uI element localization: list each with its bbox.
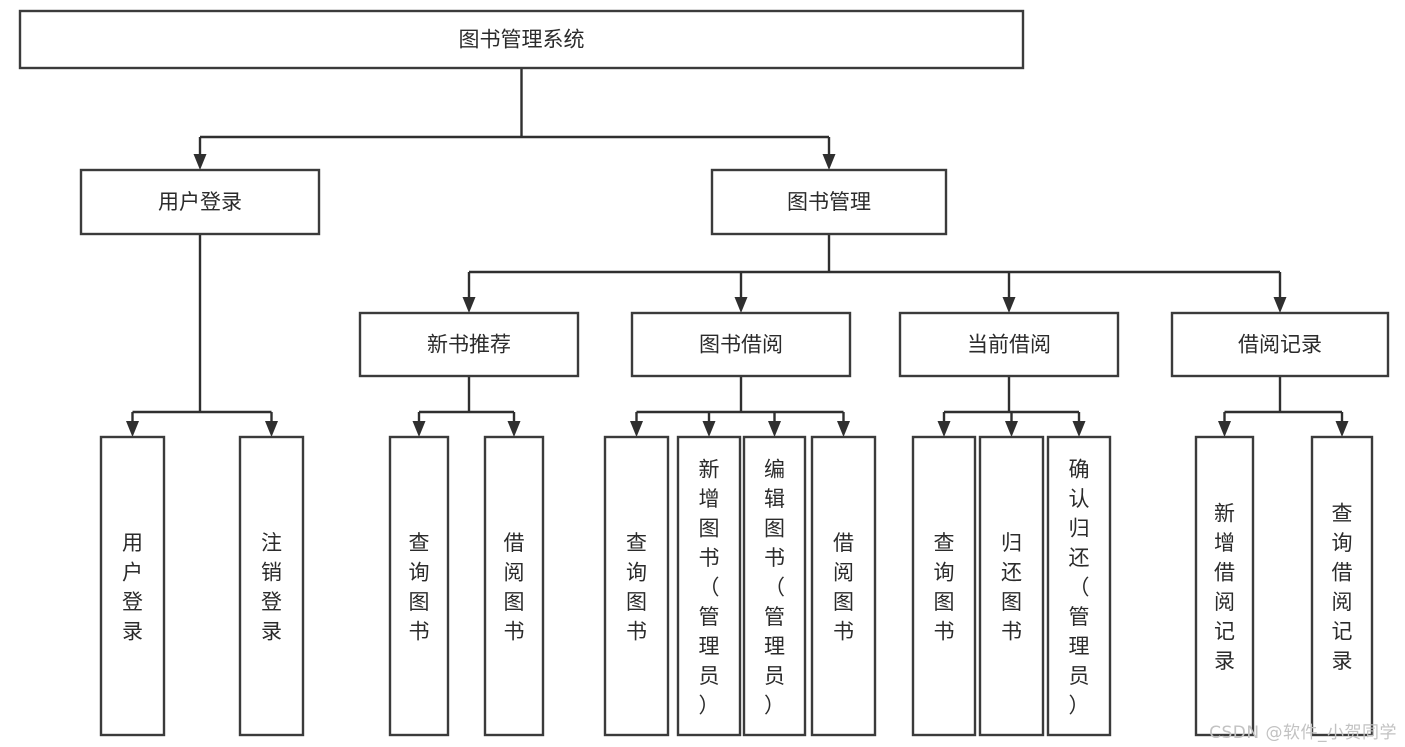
node-leaf-return-book[interactable]: 归还图书: [978, 435, 1045, 737]
node-label-leaf-borrow-book-1: 借阅图书: [504, 531, 525, 644]
arrow-head-leaf-user-login: [126, 421, 139, 437]
node-label-leaf-query-record: 查询借阅记录: [1332, 502, 1353, 674]
node-leaf-add-record[interactable]: 新增借阅记录: [1194, 435, 1255, 737]
node-box-leaf-query-book-1: [388, 435, 450, 737]
arrow-head-book-manage: [822, 154, 836, 170]
node-user-login[interactable]: 用户登录: [79, 168, 321, 236]
arrow-head-leaf-return-book: [1005, 421, 1018, 437]
node-borrow-record[interactable]: 借阅记录: [1170, 311, 1390, 378]
node-label-leaf-confirm-return: 确认归还（管理员）: [1069, 457, 1090, 717]
node-book-borrow[interactable]: 图书借阅: [630, 311, 852, 378]
arrow-head-leaf-add-book: [702, 421, 716, 437]
node-box-leaf-borrow-book-1: [483, 435, 545, 737]
node-label-root: 图书管理系统: [459, 28, 585, 52]
node-label-leaf-add-record: 新增借阅记录: [1214, 502, 1235, 674]
arrow-head-leaf-query-record: [1335, 421, 1349, 437]
node-layer: 图书管理系统用户登录图书管理新书推荐图书借阅当前借阅借阅记录用户登录注销登录查询…: [18, 9, 1390, 737]
node-current-borrow[interactable]: 当前借阅: [898, 311, 1120, 378]
node-box-leaf-edit-book: [742, 435, 807, 737]
node-box-leaf-query-book-2: [603, 435, 670, 737]
arrow-head-leaf-borrow-book-1: [507, 421, 521, 437]
node-leaf-borrow-book-2[interactable]: 借阅图书: [810, 435, 877, 737]
node-label-borrow-record: 借阅记录: [1238, 333, 1322, 357]
node-label-leaf-query-book-1: 查询图书: [409, 531, 430, 644]
arrow-head-leaf-confirm-return: [1072, 421, 1086, 437]
node-box-book-manage: [710, 168, 948, 236]
node-leaf-edit-book[interactable]: 编辑图书（管理员）: [742, 435, 807, 737]
arrow-head-user-login: [193, 154, 207, 170]
node-leaf-query-book-1[interactable]: 查询图书: [388, 435, 450, 737]
node-leaf-logout-login[interactable]: 注销登录: [238, 435, 305, 737]
node-box-user-login: [79, 168, 321, 236]
node-box-leaf-add-book: [676, 435, 742, 737]
node-new-book-recommend[interactable]: 新书推荐: [358, 311, 580, 378]
node-box-root: [18, 9, 1025, 70]
node-label-book-manage: 图书管理: [787, 190, 871, 214]
node-leaf-query-book-3[interactable]: 查询图书: [911, 435, 977, 737]
node-label-leaf-add-book: 新增图书（管理员）: [699, 457, 720, 717]
connector-layer: [126, 68, 1349, 437]
node-label-leaf-user-login: 用户登录: [122, 531, 143, 644]
node-leaf-query-book-2[interactable]: 查询图书: [603, 435, 670, 737]
node-box-borrow-record: [1170, 311, 1390, 378]
node-leaf-user-login[interactable]: 用户登录: [99, 435, 166, 737]
arrow-head-leaf-borrow-book-2: [837, 421, 850, 437]
node-leaf-confirm-return[interactable]: 确认归还（管理员）: [1046, 435, 1112, 737]
arrow-head-leaf-query-book-1: [412, 421, 426, 437]
node-leaf-query-record[interactable]: 查询借阅记录: [1310, 435, 1374, 737]
node-box-new-book-recommend: [358, 311, 580, 378]
arrow-head-leaf-add-record: [1218, 421, 1231, 437]
node-label-leaf-return-book: 归还图书: [1001, 531, 1022, 644]
node-label-current-borrow: 当前借阅: [967, 333, 1051, 357]
node-label-user-login: 用户登录: [158, 190, 242, 214]
watermark-text: CSDN @软件_小贺同学: [1209, 723, 1397, 743]
node-label-leaf-borrow-book-2: 借阅图书: [833, 531, 854, 644]
node-book-manage[interactable]: 图书管理: [710, 168, 948, 236]
node-box-leaf-borrow-book-2: [810, 435, 877, 737]
arrow-head-book-borrow: [734, 297, 748, 313]
node-box-leaf-return-book: [978, 435, 1045, 737]
node-label-leaf-logout-login: 注销登录: [261, 531, 282, 644]
node-box-leaf-confirm-return: [1046, 435, 1112, 737]
arrow-head-leaf-logout-login: [265, 421, 278, 437]
arrow-head-borrow-record: [1273, 297, 1287, 313]
arrow-head-leaf-query-book-3: [937, 421, 951, 437]
node-label-new-book-recommend: 新书推荐: [427, 333, 511, 357]
node-leaf-borrow-book-1[interactable]: 借阅图书: [483, 435, 545, 737]
arrow-head-new-book-recommend: [462, 297, 476, 313]
node-box-leaf-logout-login: [238, 435, 305, 737]
node-box-leaf-add-record: [1194, 435, 1255, 737]
arrow-head-current-borrow: [1002, 297, 1016, 313]
node-label-leaf-edit-book: 编辑图书（管理员）: [764, 457, 785, 717]
node-box-leaf-query-record: [1310, 435, 1374, 737]
node-root[interactable]: 图书管理系统: [18, 9, 1025, 70]
node-label-book-borrow: 图书借阅: [699, 333, 783, 357]
node-box-book-borrow: [630, 311, 852, 378]
node-leaf-add-book[interactable]: 新增图书（管理员）: [676, 435, 742, 737]
arrow-head-leaf-edit-book: [768, 421, 781, 437]
node-box-leaf-user-login: [99, 435, 166, 737]
node-label-leaf-query-book-3: 查询图书: [934, 531, 955, 644]
node-label-leaf-query-book-2: 查询图书: [626, 531, 647, 644]
node-box-leaf-query-book-3: [911, 435, 977, 737]
node-box-current-borrow: [898, 311, 1120, 378]
arrow-head-leaf-query-book-2: [630, 421, 643, 437]
